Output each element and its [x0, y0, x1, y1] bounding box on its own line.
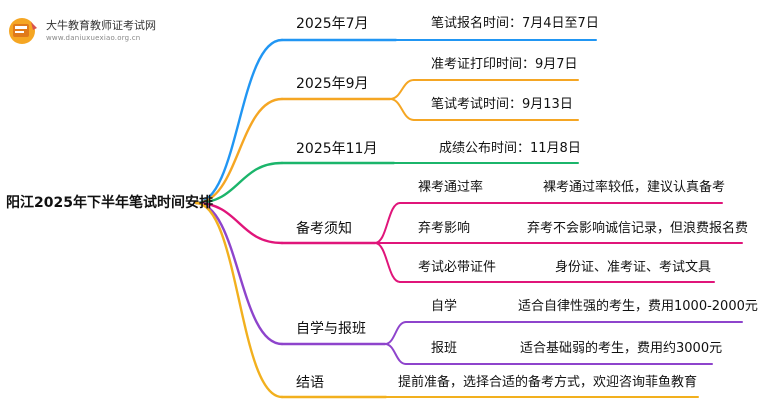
branch-2025-november: 2025年11月: [296, 141, 378, 157]
desc-score-release-time: 成绩公布时间：11月8日: [439, 141, 581, 156]
leaf-training-class: 报班: [431, 341, 458, 356]
branch-2025-september: 2025年9月: [296, 76, 369, 92]
leaf-required-documents: 考试必带证件: [418, 260, 497, 275]
leaf-abandon-effect: 弃考影响: [418, 221, 471, 236]
book-logo-icon: [9, 18, 37, 44]
logo-title: 大牛教育教师证考试网: [46, 19, 156, 32]
logo-url: www.daniuxuexiao.org.cn: [46, 34, 141, 42]
desc-registration-time: 笔试报名时间：7月4日至7日: [431, 16, 599, 31]
connector-branch-4-child-1: [384, 343, 407, 365]
desc-conclusion: 提前准备，选择合适的备考方式，欢迎咨询菲鱼教育: [398, 375, 698, 390]
site-logo: 大牛教育教师证考试网 www.daniuxuexiao.org.cn: [6, 14, 176, 48]
desc-self-study: 适合自律性强的考生，费用1000-2000元: [518, 299, 758, 314]
branch-2025-july: 2025年7月: [296, 16, 369, 32]
connector-root-branch-1: [194, 97, 284, 205]
connector-branch-3-child-2: [374, 242, 401, 283]
leaf-pass-rate: 裸考通过率: [418, 180, 484, 195]
branch-exam-notes: 备考须知: [296, 221, 352, 237]
connector-root-branch-4: [194, 201, 284, 346]
connector-root-branch-2: [194, 161, 284, 205]
connector-branch-3-child-0: [374, 202, 401, 244]
connector-branch-1-child-1: [389, 98, 415, 121]
branch-conclusion: 结语: [296, 375, 324, 391]
desc-abandon-effect: 弃考不会影响诚信记录，但浪费报名费: [527, 221, 749, 236]
connector-branch-4-child-0: [384, 321, 407, 345]
branch-self-study-vs-class: 自学与报班: [296, 321, 366, 337]
desc-admission-print-time: 准考证打印时间：9月7日: [431, 57, 578, 72]
desc-pass-rate: 裸考通过率较低，建议认真备考: [543, 180, 726, 195]
root-topic: 阳江2025年下半年笔试时间安排: [6, 195, 213, 211]
connector-root-branch-5: [194, 201, 284, 399]
desc-training-class: 适合基础弱的考生，费用约3000元: [520, 341, 723, 356]
leaf-self-study: 自学: [431, 299, 458, 314]
connector-root-branch-0: [194, 38, 284, 205]
connector-branch-1-child-0: [389, 79, 415, 100]
connector-root-branch-3: [194, 201, 284, 245]
desc-exam-time: 笔试考试时间：9月13日: [431, 97, 573, 112]
desc-required-documents: 身份证、准考证、考试文具: [555, 260, 712, 275]
